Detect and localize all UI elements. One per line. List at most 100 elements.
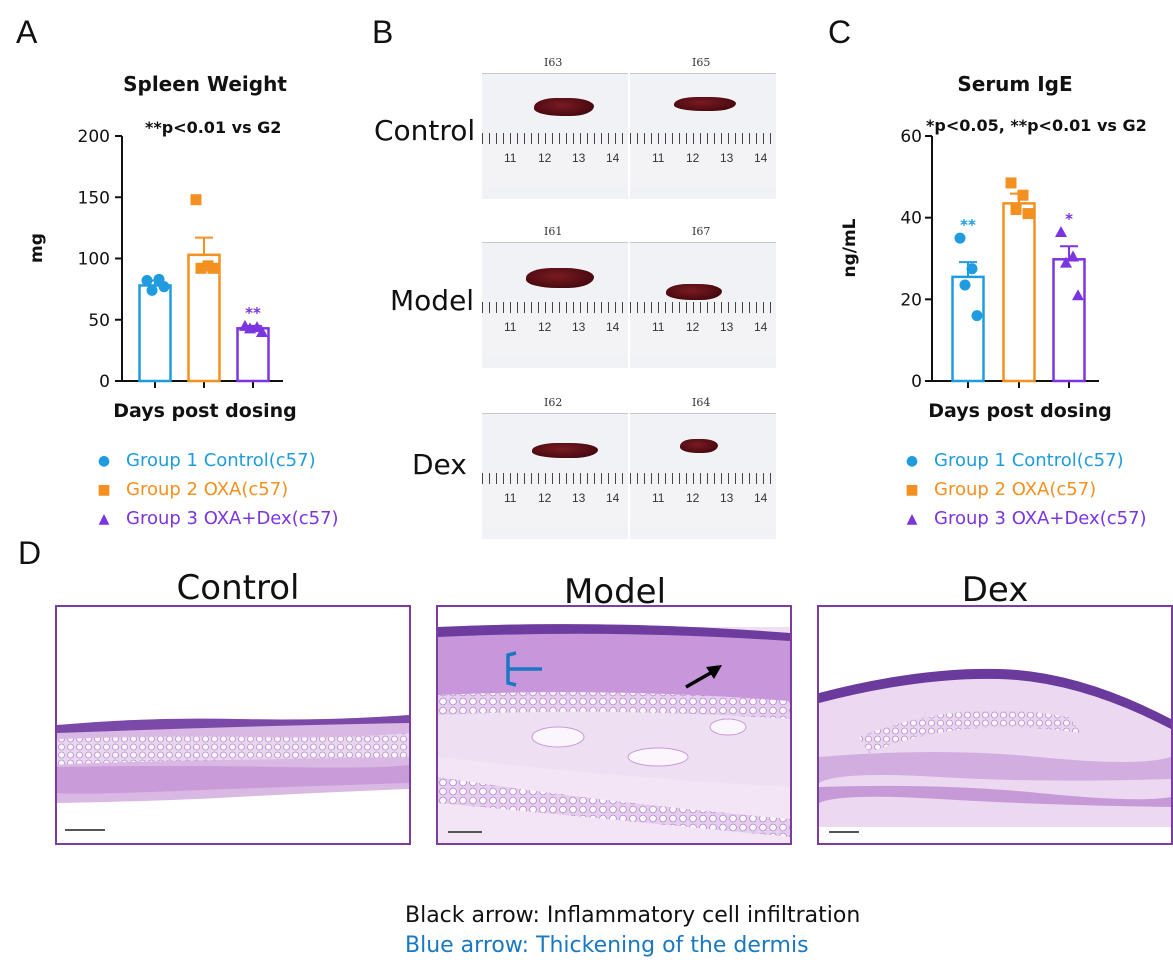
spleen-specimen (532, 443, 598, 458)
ige-point (971, 310, 983, 322)
histology-image-model (436, 605, 792, 845)
legend-marker-icon: ■ (905, 481, 919, 498)
spleen-point (251, 321, 263, 333)
spleen-chart-annotation: **p<0.01 vs G2 (145, 118, 282, 137)
ige-point (1010, 204, 1022, 215)
legend-label: Group 2 OXA(c57) (934, 479, 1097, 500)
spleen-specimen (666, 284, 722, 300)
legend-marker-icon: ▲ (98, 510, 110, 527)
ige-y-tick-label: 40 (900, 209, 922, 229)
spleen-y-tick-label: 200 (78, 127, 110, 147)
spleen-specimen (680, 439, 718, 453)
spleen-y-axis-label: mg (27, 233, 47, 263)
ige-sig-label-3: * (1065, 210, 1073, 228)
ruler-number: 12 (686, 320, 700, 334)
ige-chart-title: Serum IgE (957, 72, 1073, 96)
spleen-chart-legend: ● Group 1 Control(c57) ■Group 2 OXA(c57) ▲ G… (96, 446, 339, 533)
photo-row-label-dex: Dex (412, 448, 467, 481)
spleen-point (141, 275, 153, 287)
specimen-number: I64 (692, 396, 711, 409)
spleen-point (244, 322, 256, 334)
ige-bar-3 (1052, 258, 1086, 383)
ige-point (1022, 208, 1034, 220)
ruler-number: 14 (606, 491, 620, 505)
ruler-number: 14 (606, 320, 620, 334)
specimen-number: I65 (692, 56, 711, 69)
spleen-specimen (534, 98, 594, 116)
specimen-number: I62 (544, 396, 563, 409)
black-arrow-icon (685, 665, 722, 689)
ige-chart-annotation: *p<0.05, **p<0.01 vs G2 (926, 116, 1147, 135)
ige-point (1067, 250, 1079, 262)
ige-point (966, 263, 978, 275)
legend-label: Group 1 Control(c57) (126, 450, 316, 471)
specimen-tag: I67 (630, 222, 776, 243)
spleen-point (207, 262, 219, 274)
spleen-legend-item-2: ■Group 2 OXA(c57) (96, 475, 339, 504)
caption-black-arrow: Black arrow: Inflammatory cell infiltrat… (405, 903, 861, 928)
ige-y-tick-label: 20 (900, 290, 922, 310)
ige-legend-item-3: ▲Group 3 OXA+Dex(c57) (904, 504, 1147, 533)
ruler-number: 11 (504, 491, 517, 505)
panel-label-d: D (18, 535, 42, 571)
ige-sig-label-1: ** (960, 216, 976, 234)
specimen-number: I63 (544, 56, 563, 69)
ige-point (1060, 256, 1072, 268)
spleen-bar-3 (236, 327, 270, 383)
ruler-number: 13 (720, 491, 734, 505)
ruler-number: 12 (686, 151, 700, 165)
legend-marker-icon: ● (905, 452, 919, 469)
ige-point (1017, 189, 1029, 201)
caption-blue-arrow: Blue arrow: Thickening of the dermis (405, 933, 809, 958)
spleen-y-tick-label: 50 (88, 311, 110, 331)
ruler-number: 12 (686, 491, 700, 505)
ruler-number: 11 (504, 151, 517, 165)
ige-point (1005, 177, 1017, 189)
ige-y-axis-label: ng/mL (840, 218, 860, 277)
specimen-tag: I63 (482, 53, 628, 74)
spleen-specimen (674, 97, 736, 111)
skin-section-control (57, 715, 409, 831)
legend-marker-icon: ● (97, 452, 111, 469)
ige-chart-legend: ● Group 1 Control(c57) ■ Group 2 OXA(c57) ▲G… (904, 446, 1147, 533)
spleen-chart-xlabel: Days post dosing (113, 400, 297, 422)
spleen-y-tick-label: 0 (99, 372, 110, 392)
blue-bracket-icon (506, 651, 542, 687)
ruler-number: 14 (754, 151, 768, 165)
spleen-point (190, 194, 202, 206)
ruler-number: 12 (538, 491, 552, 505)
skin-section-dex (819, 668, 1171, 833)
legend-marker-icon: ▲ (906, 510, 918, 527)
spleen-sig-label-3: ** (245, 304, 261, 322)
specimen-tag: I64 (630, 393, 776, 414)
panel-label-b: B (372, 14, 394, 50)
spleen-bar-2 (187, 253, 221, 383)
photo-row-label-model: Model (390, 284, 475, 317)
spleen-point (158, 281, 170, 293)
ige-legend-item-1: ● Group 1 Control(c57) (904, 446, 1147, 475)
spleen-y-tick-label: 100 (78, 250, 110, 270)
legend-label: Group 3 OXA+Dex(c57) (126, 508, 339, 529)
ige-point (954, 232, 966, 244)
ruler-number: 13 (720, 151, 734, 165)
ruler-number: 14 (606, 151, 620, 165)
ruler-number: 13 (572, 151, 586, 165)
ige-bar-2 (1002, 202, 1036, 383)
skin-section-model (438, 624, 790, 843)
specimen-tag: I65 (630, 53, 776, 74)
panel-label-c: C (828, 14, 852, 50)
legend-label: Group 1 Control(c57) (934, 450, 1124, 471)
specimen-number: I61 (544, 225, 563, 238)
ige-y-tick-label: 0 (911, 372, 922, 392)
spleen-point (146, 284, 158, 296)
ige-point (959, 279, 971, 291)
